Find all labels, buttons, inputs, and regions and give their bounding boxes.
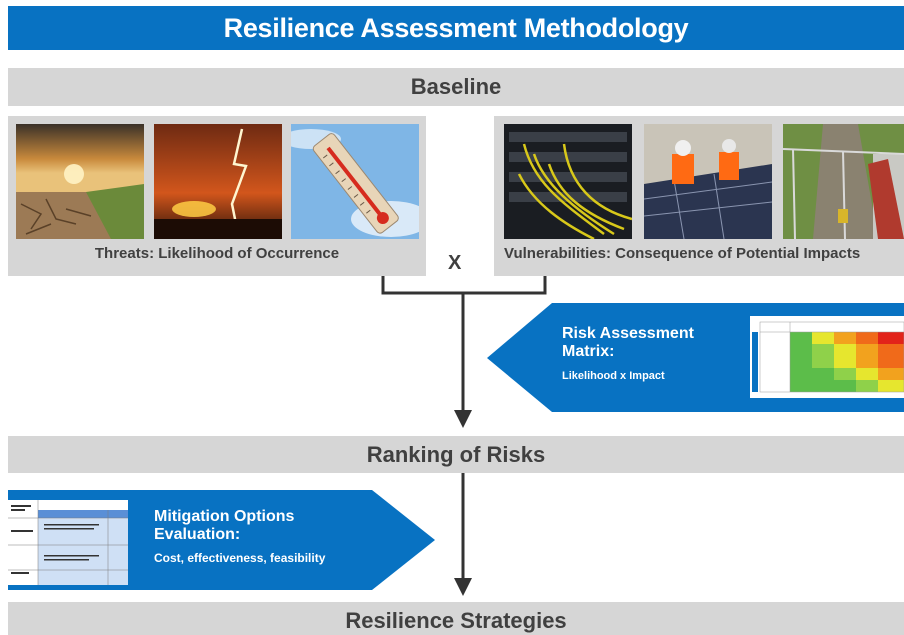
network-cables-image xyxy=(504,124,632,239)
multiply-operator: X xyxy=(448,252,462,274)
mitigation-table-thumbnail xyxy=(8,500,128,585)
arrow-to-strategies-head xyxy=(454,578,472,596)
mitigation-callout-title: Mitigation Options Evaluation: xyxy=(154,508,295,543)
merge-bracket xyxy=(381,276,547,295)
threats-panel: Threats: Likelihood of Occurrence xyxy=(8,116,426,276)
mitigation-callout-subtitle: Cost, effectiveness, feasibility xyxy=(154,551,326,565)
risk-callout-subtitle: Likelihood x Impact xyxy=(562,370,665,382)
wildfire-lightning-image xyxy=(154,124,282,239)
railway-fence-image xyxy=(783,124,904,239)
page-title: Resilience Assessment Methodology xyxy=(8,6,904,50)
risk-callout-title: Risk Assessment Matrix: xyxy=(562,325,694,360)
thermometer-heat-image xyxy=(291,124,419,239)
vulnerabilities-panel: Vulnerabilities: Consequence of Potentia… xyxy=(494,116,904,276)
risk-matrix-thumbnail xyxy=(750,316,904,398)
solar-panel-workers-image xyxy=(644,124,772,239)
arrow-to-ranking-head xyxy=(454,410,472,428)
baseline-stage: Baseline xyxy=(8,68,904,106)
vulnerabilities-caption: Vulnerabilities: Consequence of Potentia… xyxy=(504,245,861,262)
ranking-stage: Ranking of Risks xyxy=(8,436,904,473)
drought-field-image xyxy=(16,124,144,239)
resilience-strategies-stage: Resilience Strategies xyxy=(8,602,904,635)
threats-caption: Threats: Likelihood of Occurrence xyxy=(94,245,340,262)
